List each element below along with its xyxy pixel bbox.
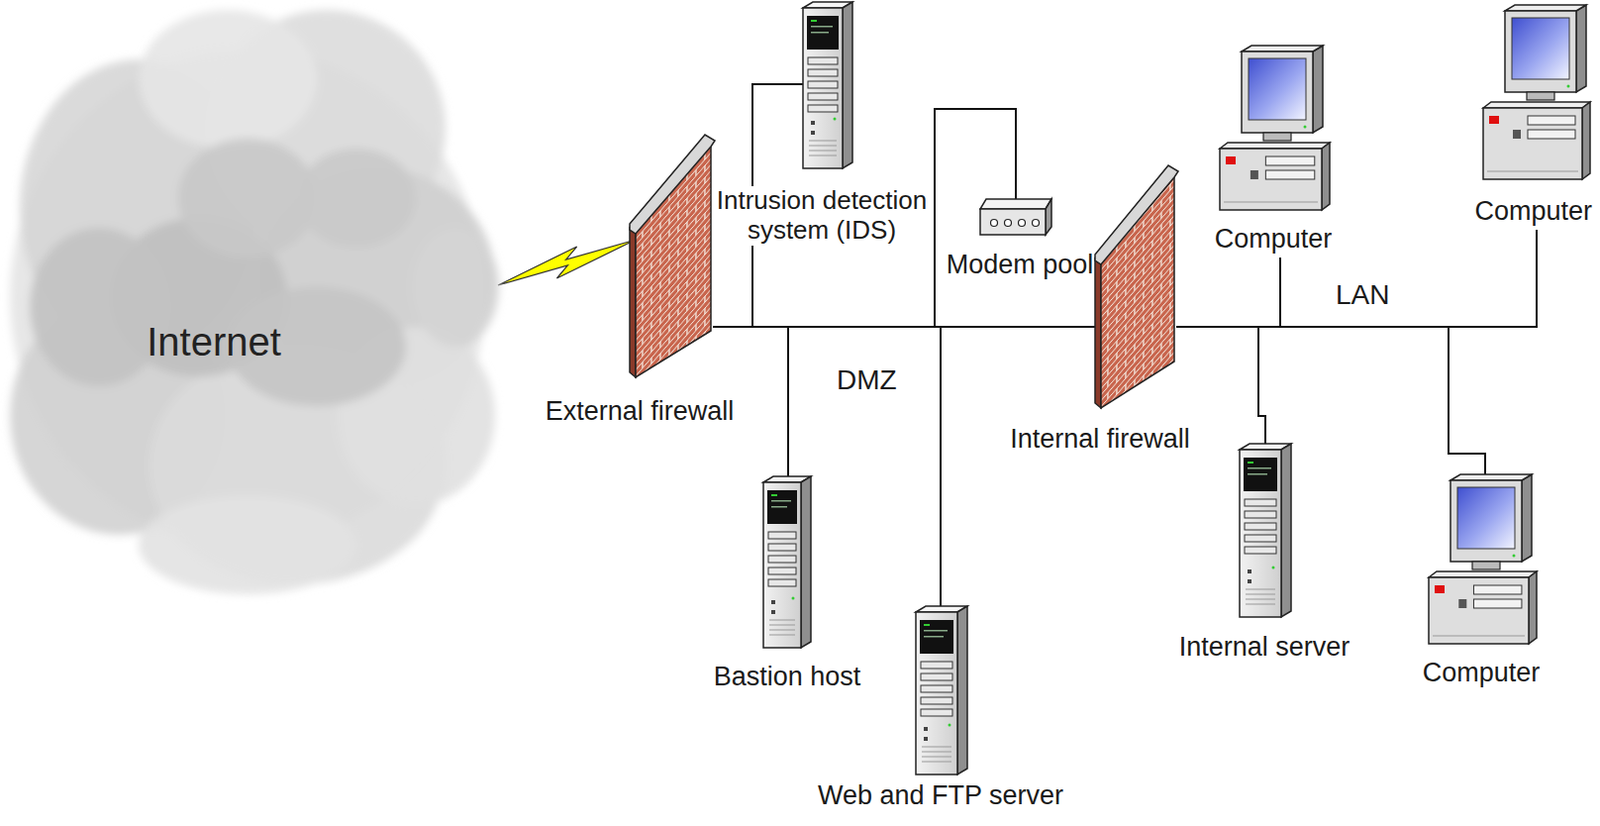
network-cable bbox=[1176, 257, 1281, 327]
device-label: Intrusion detection system (IDS) bbox=[713, 186, 931, 246]
firewall-icon bbox=[1095, 163, 1179, 408]
device-node: Computer bbox=[1219, 45, 1332, 214]
device-node: Internal server bbox=[1239, 443, 1292, 617]
device-label: Computer bbox=[1420, 657, 1543, 689]
computer-icon bbox=[1483, 4, 1593, 184]
device-node: Web and FTP server bbox=[915, 605, 968, 775]
computer-icon bbox=[1428, 474, 1539, 648]
segment-label: LAN bbox=[1332, 279, 1393, 311]
device-node: Computer bbox=[1483, 4, 1593, 184]
device-label: Internal firewall bbox=[1007, 423, 1193, 455]
server-icon bbox=[915, 605, 968, 775]
internet-cloud bbox=[0, 0, 500, 602]
device-label: External firewall bbox=[543, 396, 737, 427]
cloud-label: Internet bbox=[146, 319, 282, 365]
server-icon bbox=[802, 1, 853, 169]
computer-icon bbox=[1219, 45, 1332, 214]
firewall-icon bbox=[629, 132, 715, 378]
device-node: Bastion host bbox=[763, 476, 811, 648]
server-icon bbox=[763, 476, 811, 648]
device-node: Modem pool bbox=[980, 199, 1052, 235]
wireless-link-bolt bbox=[498, 239, 636, 286]
device-label: Bastion host bbox=[711, 661, 864, 693]
device-label: Computer bbox=[1472, 196, 1595, 227]
network-cable bbox=[712, 326, 941, 607]
device-label: Modem pool bbox=[944, 249, 1097, 281]
network-cable bbox=[712, 108, 1016, 327]
device-label: Computer bbox=[1212, 223, 1335, 255]
device-node: Computer bbox=[1428, 474, 1539, 648]
server-icon bbox=[1239, 443, 1292, 617]
device-label: Web and FTP server bbox=[815, 780, 1066, 811]
device-node: External firewall bbox=[629, 132, 715, 378]
cloud-node: Internet bbox=[0, 0, 500, 602]
device-node: Internal firewall bbox=[1095, 163, 1179, 408]
modem-icon bbox=[980, 199, 1052, 235]
device-label: Internal server bbox=[1177, 631, 1353, 663]
network-cable bbox=[1176, 326, 1486, 476]
segment-label: DMZ bbox=[833, 364, 900, 397]
device-node: Intrusion detection system (IDS) bbox=[802, 1, 853, 169]
network-cable bbox=[712, 325, 1101, 328]
